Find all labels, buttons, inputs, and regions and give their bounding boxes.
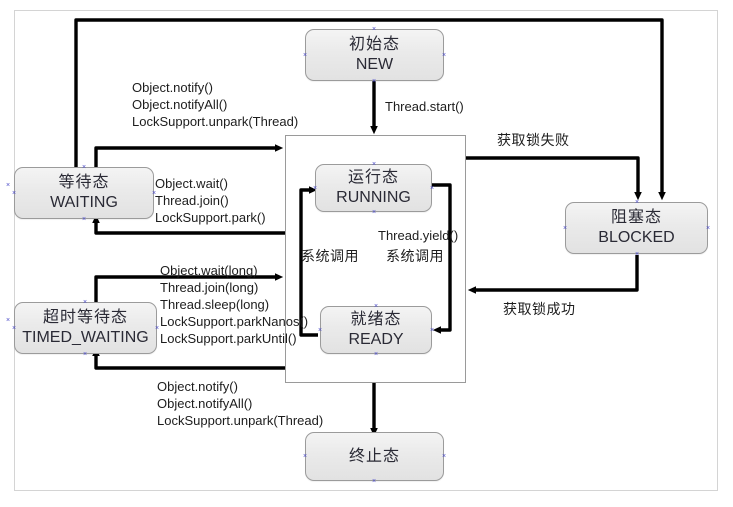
state-label-en-waiting: WAITING [50,194,118,211]
edge-label-thread-start: Thread.start() [385,99,464,114]
state-label-cn-running: 运行态 [347,169,399,186]
state-box-blocked[interactable]: 阻塞态 BLOCKED [565,202,708,254]
edge-notify-to-runnable [94,144,284,168]
state-label-cn-blocked: 阻塞态 [610,209,662,226]
state-label-en-running: RUNNING [336,189,411,206]
state-label-en-timed-waiting: TIMED_WAITING [22,329,149,346]
state-label-cn-timed-waiting: 超时等待态 [42,309,128,326]
edge-label-notify-group-top: Object.notify() Object.notifyAll() LockS… [132,80,299,129]
state-box-waiting[interactable]: 等待态 WAITING [14,167,154,219]
state-box-timed-waiting[interactable]: 超时等待态 TIMED_WAITING [14,302,157,354]
edge-top-loop-to-blocked [74,18,666,201]
edge-timed-to-runnable [94,273,284,305]
state-label-en-new: NEW [355,56,394,73]
edge-ready-to-running [299,186,318,337]
edge-label-lock-success: 获取锁成功 [503,301,576,317]
state-label-cn-new: 初始态 [348,36,400,53]
edge-label-wait-group: Object.wait() Thread.join() LockSupport.… [155,176,266,225]
state-label-cn-waiting: 等待态 [58,174,110,191]
edge-runnable-to-blocked [466,156,642,201]
edge-label-timed-wait-group: Object.wait(long) Thread.join(long) Thre… [160,263,309,346]
state-label-en-blocked: BLOCKED [598,229,675,246]
edge-running-to-ready [432,183,452,334]
state-box-terminated[interactable]: 终止态 [305,432,444,481]
edge-runnable-to-waiting [92,214,285,235]
state-box-new[interactable]: 初始态 NEW [305,29,444,81]
edge-label-lock-fail: 获取锁失败 [497,132,570,148]
state-box-running[interactable]: 运行态 RUNNING [315,164,432,212]
state-label-en-ready: READY [348,331,404,348]
edge-runnable-to-timed-waiting [92,347,285,370]
edge-blocked-to-runnable [467,255,639,294]
edge-label-syscall-right: 系统调用 [386,248,444,264]
edge-label-notify-group-bottom: Object.notify() Object.notifyAll() LockS… [157,379,324,428]
state-label-cn-terminated: 终止态 [348,447,400,465]
state-box-ready[interactable]: 就绪态 READY [320,306,432,354]
edge-label-syscall-left: 系统调用 [301,248,359,264]
edge-label-thread-yield: Thread.yield() [378,228,459,243]
state-label-cn-ready: 就绪态 [350,311,402,328]
